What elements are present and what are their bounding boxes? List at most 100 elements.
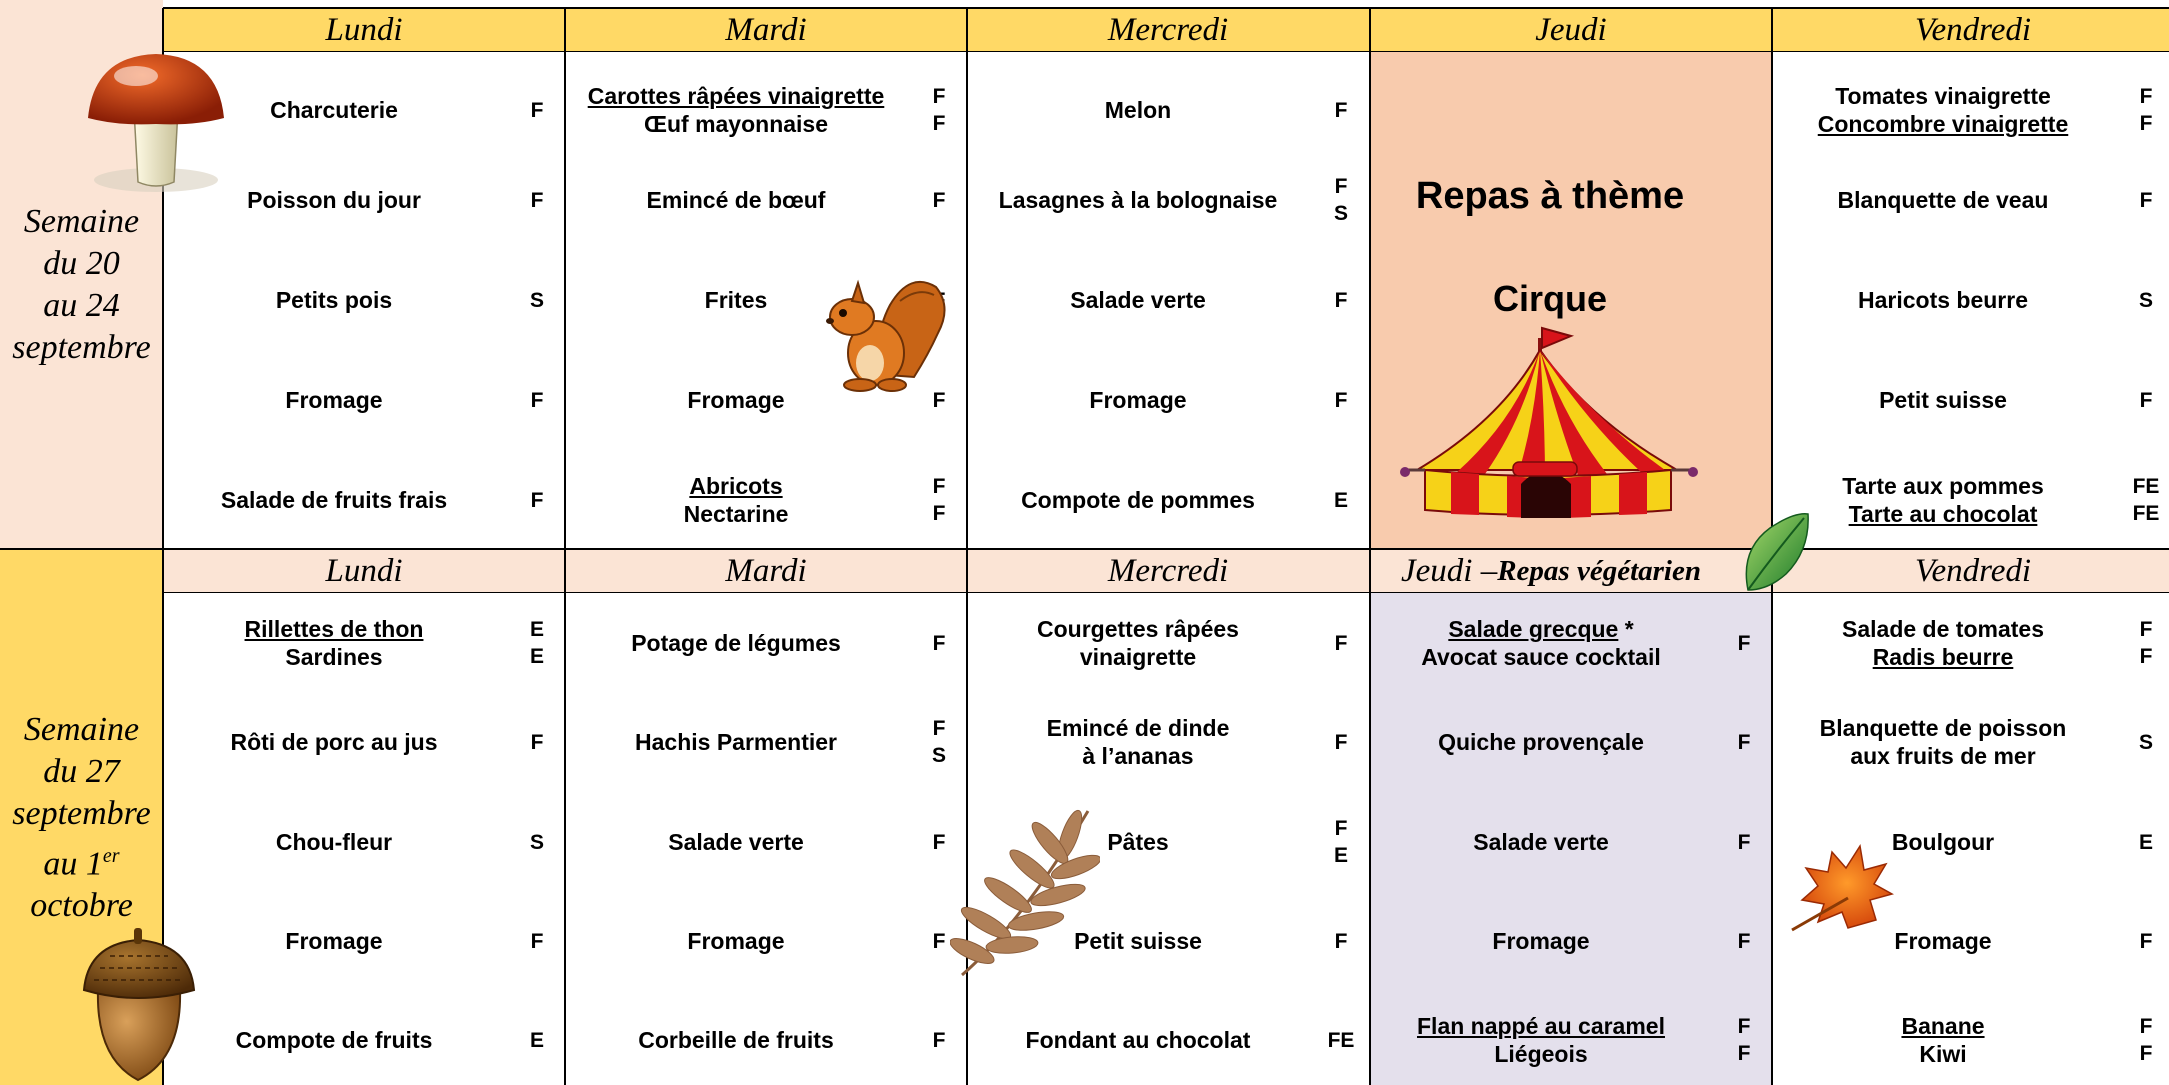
product-code: F bbox=[1334, 288, 1348, 312]
product-code: F bbox=[932, 188, 946, 212]
product-code: F bbox=[932, 929, 946, 953]
menu-item: Salade de fruits frais bbox=[220, 487, 448, 513]
menu-item: Petit suisse bbox=[1074, 928, 1202, 954]
week1-label: Semaine du 20 au 24 septembre bbox=[0, 190, 163, 380]
day-header-mardi: Mardi bbox=[725, 553, 807, 589]
menu-item: Fromage bbox=[1492, 928, 1590, 954]
product-code: S bbox=[2138, 730, 2153, 754]
day-header-jeudi: Jeudi – Repas végétarien bbox=[1401, 553, 1701, 589]
menu-item: Fromage bbox=[285, 387, 383, 413]
acorn-icon bbox=[82, 928, 196, 1082]
product-code: S bbox=[2138, 288, 2153, 312]
week-label-line: octobre bbox=[30, 887, 133, 925]
menu-item: Fromage bbox=[1089, 387, 1187, 413]
week-label-line: au 1er bbox=[43, 844, 120, 883]
product-code: F bbox=[530, 730, 544, 754]
product-code: FE bbox=[1327, 1028, 1355, 1052]
menu-item: Potage de légumes bbox=[631, 630, 841, 656]
product-code: F bbox=[1737, 929, 1751, 953]
menu-item: Emincé de bœuf bbox=[646, 187, 826, 213]
day-header-lundi: Lundi bbox=[325, 11, 403, 48]
menu-item: Compote de fruits bbox=[235, 1027, 433, 1053]
brown-leaves-icon bbox=[950, 809, 1100, 977]
product-code: F bbox=[530, 929, 544, 953]
theme-subtitle: Cirque bbox=[1492, 278, 1607, 319]
menu-item: Melon bbox=[1104, 97, 1172, 123]
product-code: F bbox=[530, 98, 544, 122]
product-code: F bbox=[1334, 98, 1348, 122]
vegetarian-cell bbox=[1370, 593, 1772, 1085]
menu-item: Pâtes bbox=[1107, 829, 1169, 855]
product-code: F bbox=[2139, 929, 2153, 953]
circus-tent-icon bbox=[1400, 326, 1698, 518]
menu-item: Chou-fleur bbox=[275, 829, 393, 855]
menu-item: Lasagnes à la bolognaise bbox=[998, 187, 1278, 213]
menu-item: Frites bbox=[704, 287, 768, 313]
menu-item: Fromage bbox=[687, 928, 785, 954]
week1-header-band bbox=[163, 8, 2169, 52]
product-code: F bbox=[1334, 730, 1348, 754]
product-code: F bbox=[1737, 730, 1751, 754]
product-code: F bbox=[932, 388, 946, 412]
week-label-line: du 20 bbox=[43, 245, 120, 282]
product-code: E bbox=[2138, 830, 2153, 854]
menu-item: Salade grecque *Avocat sauce cocktail bbox=[1421, 616, 1661, 670]
week-label-line: Semaine bbox=[23, 203, 140, 240]
menu-item: Poisson du jour bbox=[247, 187, 421, 213]
day-header-mardi: Mardi bbox=[725, 11, 807, 48]
product-code: F bbox=[1334, 388, 1348, 412]
product-code: E bbox=[529, 1028, 544, 1052]
menu-item: Corbeille de fruits bbox=[638, 1027, 834, 1053]
menu-item: Petits pois bbox=[275, 287, 393, 313]
day-header-jeudi: Jeudi bbox=[1535, 11, 1607, 48]
menu-item: Haricots beurre bbox=[1857, 287, 2028, 313]
week-label-line: au 24 bbox=[43, 287, 120, 324]
product-code: F bbox=[932, 830, 946, 854]
maple-leaf-icon bbox=[1791, 843, 1894, 932]
week-label-line: septembre bbox=[12, 329, 151, 366]
week2-header-band bbox=[163, 550, 2169, 593]
menu-item: Fromage bbox=[687, 387, 785, 413]
squirrel-icon bbox=[826, 279, 946, 392]
product-code: F bbox=[1737, 830, 1751, 854]
day-header-mercredi: Mercredi bbox=[1107, 11, 1229, 48]
green-leaf-icon bbox=[1745, 513, 1809, 591]
menu-item: Salade verte bbox=[668, 829, 804, 855]
product-code: F bbox=[2139, 188, 2153, 212]
product-code: F bbox=[1334, 929, 1348, 953]
product-code: F bbox=[932, 631, 946, 655]
theme-title: Repas à thème bbox=[1415, 175, 1685, 217]
product-code: F bbox=[1737, 631, 1751, 655]
day-header-lundi: Lundi bbox=[325, 553, 403, 589]
menu-item: Blanquette de veau bbox=[1837, 187, 2049, 213]
product-code: F bbox=[530, 488, 544, 512]
menu-item: Fromage bbox=[1894, 928, 1992, 954]
menu-item: Fromage bbox=[285, 928, 383, 954]
menu-item: Petit suisse bbox=[1879, 387, 2007, 413]
week-label-line: septembre bbox=[12, 794, 151, 832]
menu-item: Quiche provençale bbox=[1438, 729, 1644, 755]
week-label-line: Semaine bbox=[23, 710, 140, 748]
day-header-mercredi: Mercredi bbox=[1107, 553, 1229, 589]
menu-item: Charcuterie bbox=[270, 97, 398, 123]
product-code: F bbox=[530, 388, 544, 412]
